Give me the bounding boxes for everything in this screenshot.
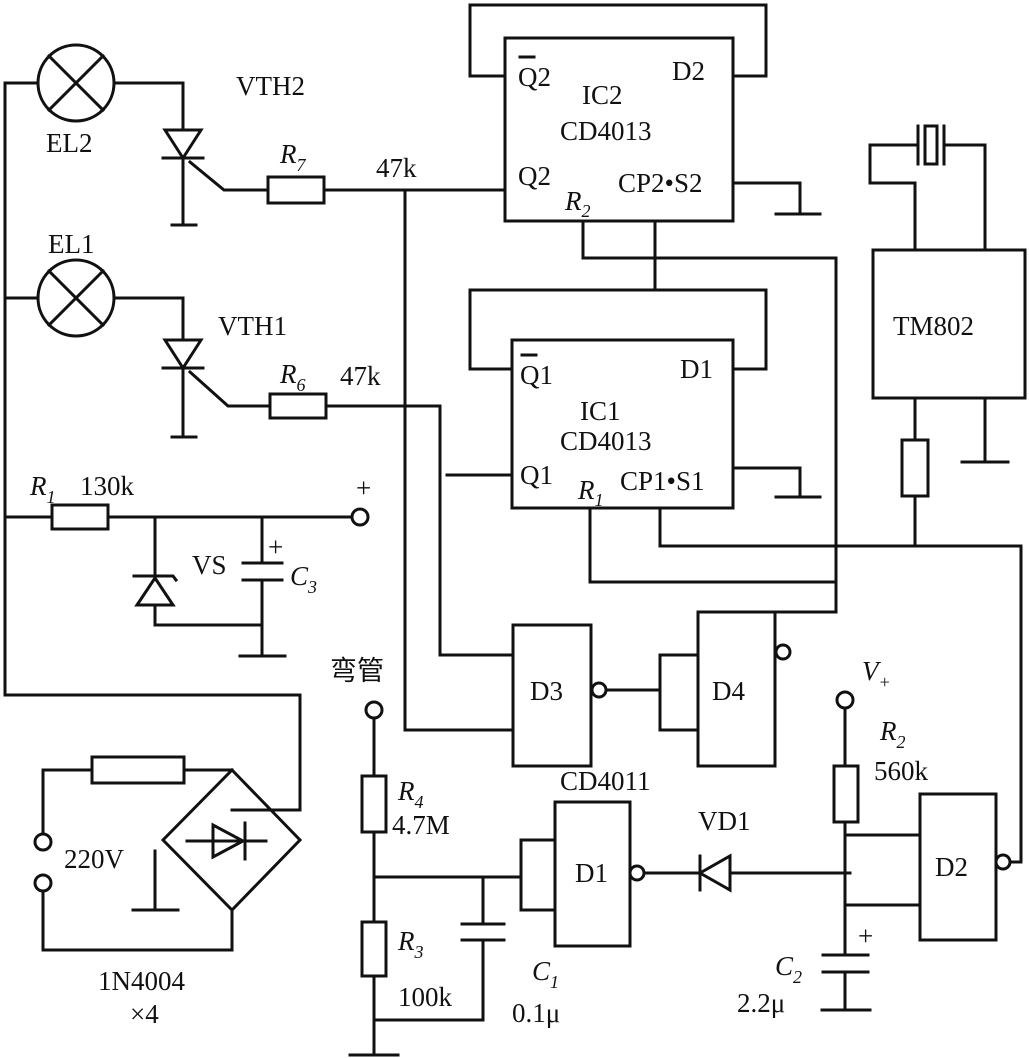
ic1-q1bar-pin: Q1 <box>520 360 553 390</box>
tm802-module <box>868 124 1027 548</box>
resistor-r2 <box>832 764 922 957</box>
lamp-el2 <box>36 43 185 132</box>
vs-label: VS <box>192 550 227 580</box>
ic1-cd4013 <box>445 288 1023 864</box>
ic1-cp1s1-pin: CP1•S1 <box>620 466 705 496</box>
capacitor-c1 <box>460 875 506 942</box>
r6-label: R6 <box>279 359 306 395</box>
c3-label: C3 <box>290 561 317 597</box>
ic2-r2-pin: R2 <box>564 186 591 221</box>
gate-d1 <box>519 800 702 948</box>
ic2-part: CD4013 <box>560 116 652 146</box>
resistor-r7 <box>266 175 507 205</box>
r2-value: 560k <box>874 756 929 786</box>
el1-label: EL1 <box>48 229 95 259</box>
ic1-q1-pin: Q1 <box>520 460 553 490</box>
vplus-label: V+ <box>862 656 891 692</box>
resistor-r1 <box>50 503 370 531</box>
vth2-label: VTH2 <box>236 71 305 101</box>
capacitor-c2 <box>820 953 872 1012</box>
resistor-r3 <box>348 920 485 1057</box>
capacitor-c3 <box>238 515 287 658</box>
ic1-part: CD4013 <box>560 426 652 456</box>
r4-label: R4 <box>397 776 424 812</box>
zener-vs <box>132 515 264 627</box>
r3-value: 100k <box>398 982 453 1012</box>
c2-plus: + <box>858 921 873 951</box>
d2-label: D2 <box>935 852 968 882</box>
d1-label: D1 <box>575 858 608 888</box>
bend-tube-label: 弯管 <box>330 656 384 686</box>
tm802-label: TM802 <box>893 311 974 341</box>
bend-tube-input <box>364 700 384 778</box>
c1-value: 0.1μ <box>512 998 560 1028</box>
c2-value: 2.2μ <box>737 988 785 1018</box>
thyristor-vth2 <box>161 128 270 227</box>
r7-to-d3-wire <box>403 188 515 732</box>
r2-label: R2 <box>879 716 906 752</box>
ic1-name: IC1 <box>580 396 621 426</box>
resistor-r6 <box>268 392 515 657</box>
r3-label: R3 <box>397 926 424 962</box>
d4-label: D4 <box>712 676 745 706</box>
d3-label: D3 <box>530 676 563 706</box>
vd1-label: VD1 <box>698 806 751 836</box>
ic2-cd4013 <box>468 3 838 657</box>
r7-label: R7 <box>279 139 307 175</box>
r4-value: 4.7M <box>392 810 450 840</box>
ic1-d1-pin: D1 <box>680 354 713 384</box>
ic2-q2bar-pin: Q2 <box>518 62 551 92</box>
supply-plus-label: + <box>356 473 371 503</box>
cd4011-label: CD4011 <box>560 766 651 796</box>
vplus-input <box>835 690 855 768</box>
gate-d4 <box>658 610 792 768</box>
ic2-name: IC2 <box>582 80 623 110</box>
r6-value: 47k <box>340 361 381 391</box>
ic2-d2-pin: D2 <box>672 56 705 86</box>
c3-plus: + <box>268 532 283 562</box>
vth1-label: VTH1 <box>218 311 287 341</box>
ic2-cp2s2-pin: CP2•S2 <box>618 168 703 198</box>
rectifier-count: ×4 <box>130 999 159 1029</box>
r1-value: 130k <box>80 471 135 501</box>
mains-input <box>33 755 234 952</box>
resistor-r4 <box>360 774 523 924</box>
mains-label: 220V <box>64 844 125 874</box>
thyristor-vth1 <box>161 338 272 439</box>
r1-label: R1 <box>29 471 56 507</box>
el2-label: EL2 <box>46 128 93 158</box>
c1-label: C1 <box>532 956 559 992</box>
rectifier-part: 1N4004 <box>98 966 185 996</box>
c2-label: C2 <box>775 951 802 987</box>
ic2-q2-pin: Q2 <box>518 161 551 191</box>
gate-d3 <box>511 623 662 768</box>
r7-value: 47k <box>376 153 417 183</box>
lamp-el1 <box>36 258 185 342</box>
gate-d2 <box>918 792 1012 942</box>
bridge-rectifier <box>131 767 303 952</box>
ic1-r1-pin: R1 <box>577 475 604 510</box>
diode-vd1 <box>696 853 852 893</box>
left-bus <box>3 81 302 812</box>
